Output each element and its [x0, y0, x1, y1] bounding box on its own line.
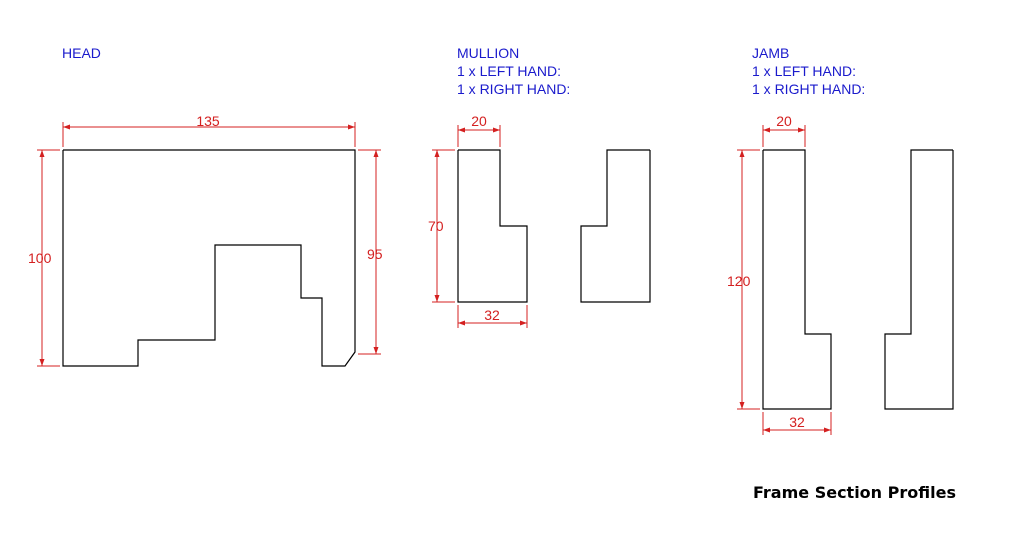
jamb-title: JAMB	[752, 45, 790, 61]
head-dimension-height	[37, 149, 60, 367]
mullion-dimension-top-width	[457, 125, 501, 147]
jamb-height-text: 120	[727, 273, 751, 289]
head-height-text: 100	[28, 250, 52, 266]
jamb-dimension-top-width	[762, 125, 806, 147]
mullion-height-text: 70	[428, 218, 444, 234]
jamb-right-profile	[884, 149, 954, 410]
mullion-dimension-bottom-width	[457, 305, 528, 328]
head-dimension-width	[62, 122, 356, 147]
jamb-left-profile	[762, 149, 832, 410]
mullion-label: MULLION 1 x LEFT HAND: 1 x RIGHT HAND:	[457, 44, 570, 98]
mullion-bottom-width-text: 32	[484, 307, 500, 323]
jamb-top-width-text: 20	[776, 113, 792, 129]
jamb-label: JAMB 1 x LEFT HAND: 1 x RIGHT HAND:	[752, 44, 865, 98]
mullion-top-width-text: 20	[471, 113, 487, 129]
jamb-dimension-bottom-width	[762, 412, 832, 435]
mullion-title: MULLION	[457, 45, 520, 61]
jamb-dimension-height	[737, 149, 760, 410]
mullion-right-hand: 1 x RIGHT HAND:	[457, 81, 571, 97]
mullion-left-profile	[457, 149, 528, 303]
jamb-left-hand: 1 x LEFT HAND:	[752, 63, 856, 79]
head-right-height-text: 95	[367, 246, 383, 262]
mullion-left-hand: 1 x LEFT HAND:	[457, 63, 561, 79]
head-label: HEAD	[62, 44, 101, 62]
head-dimension-right-height	[358, 149, 381, 355]
head-profile	[62, 149, 356, 367]
footer-title: Frame Section Profiles	[753, 483, 956, 502]
jamb-bottom-width-text: 32	[789, 414, 805, 430]
mullion-right-profile	[580, 149, 651, 303]
head-width-text: 135	[196, 113, 220, 129]
jamb-right-hand: 1 x RIGHT HAND:	[752, 81, 866, 97]
head-title: HEAD	[62, 45, 101, 61]
mullion-dimension-height	[432, 149, 455, 303]
